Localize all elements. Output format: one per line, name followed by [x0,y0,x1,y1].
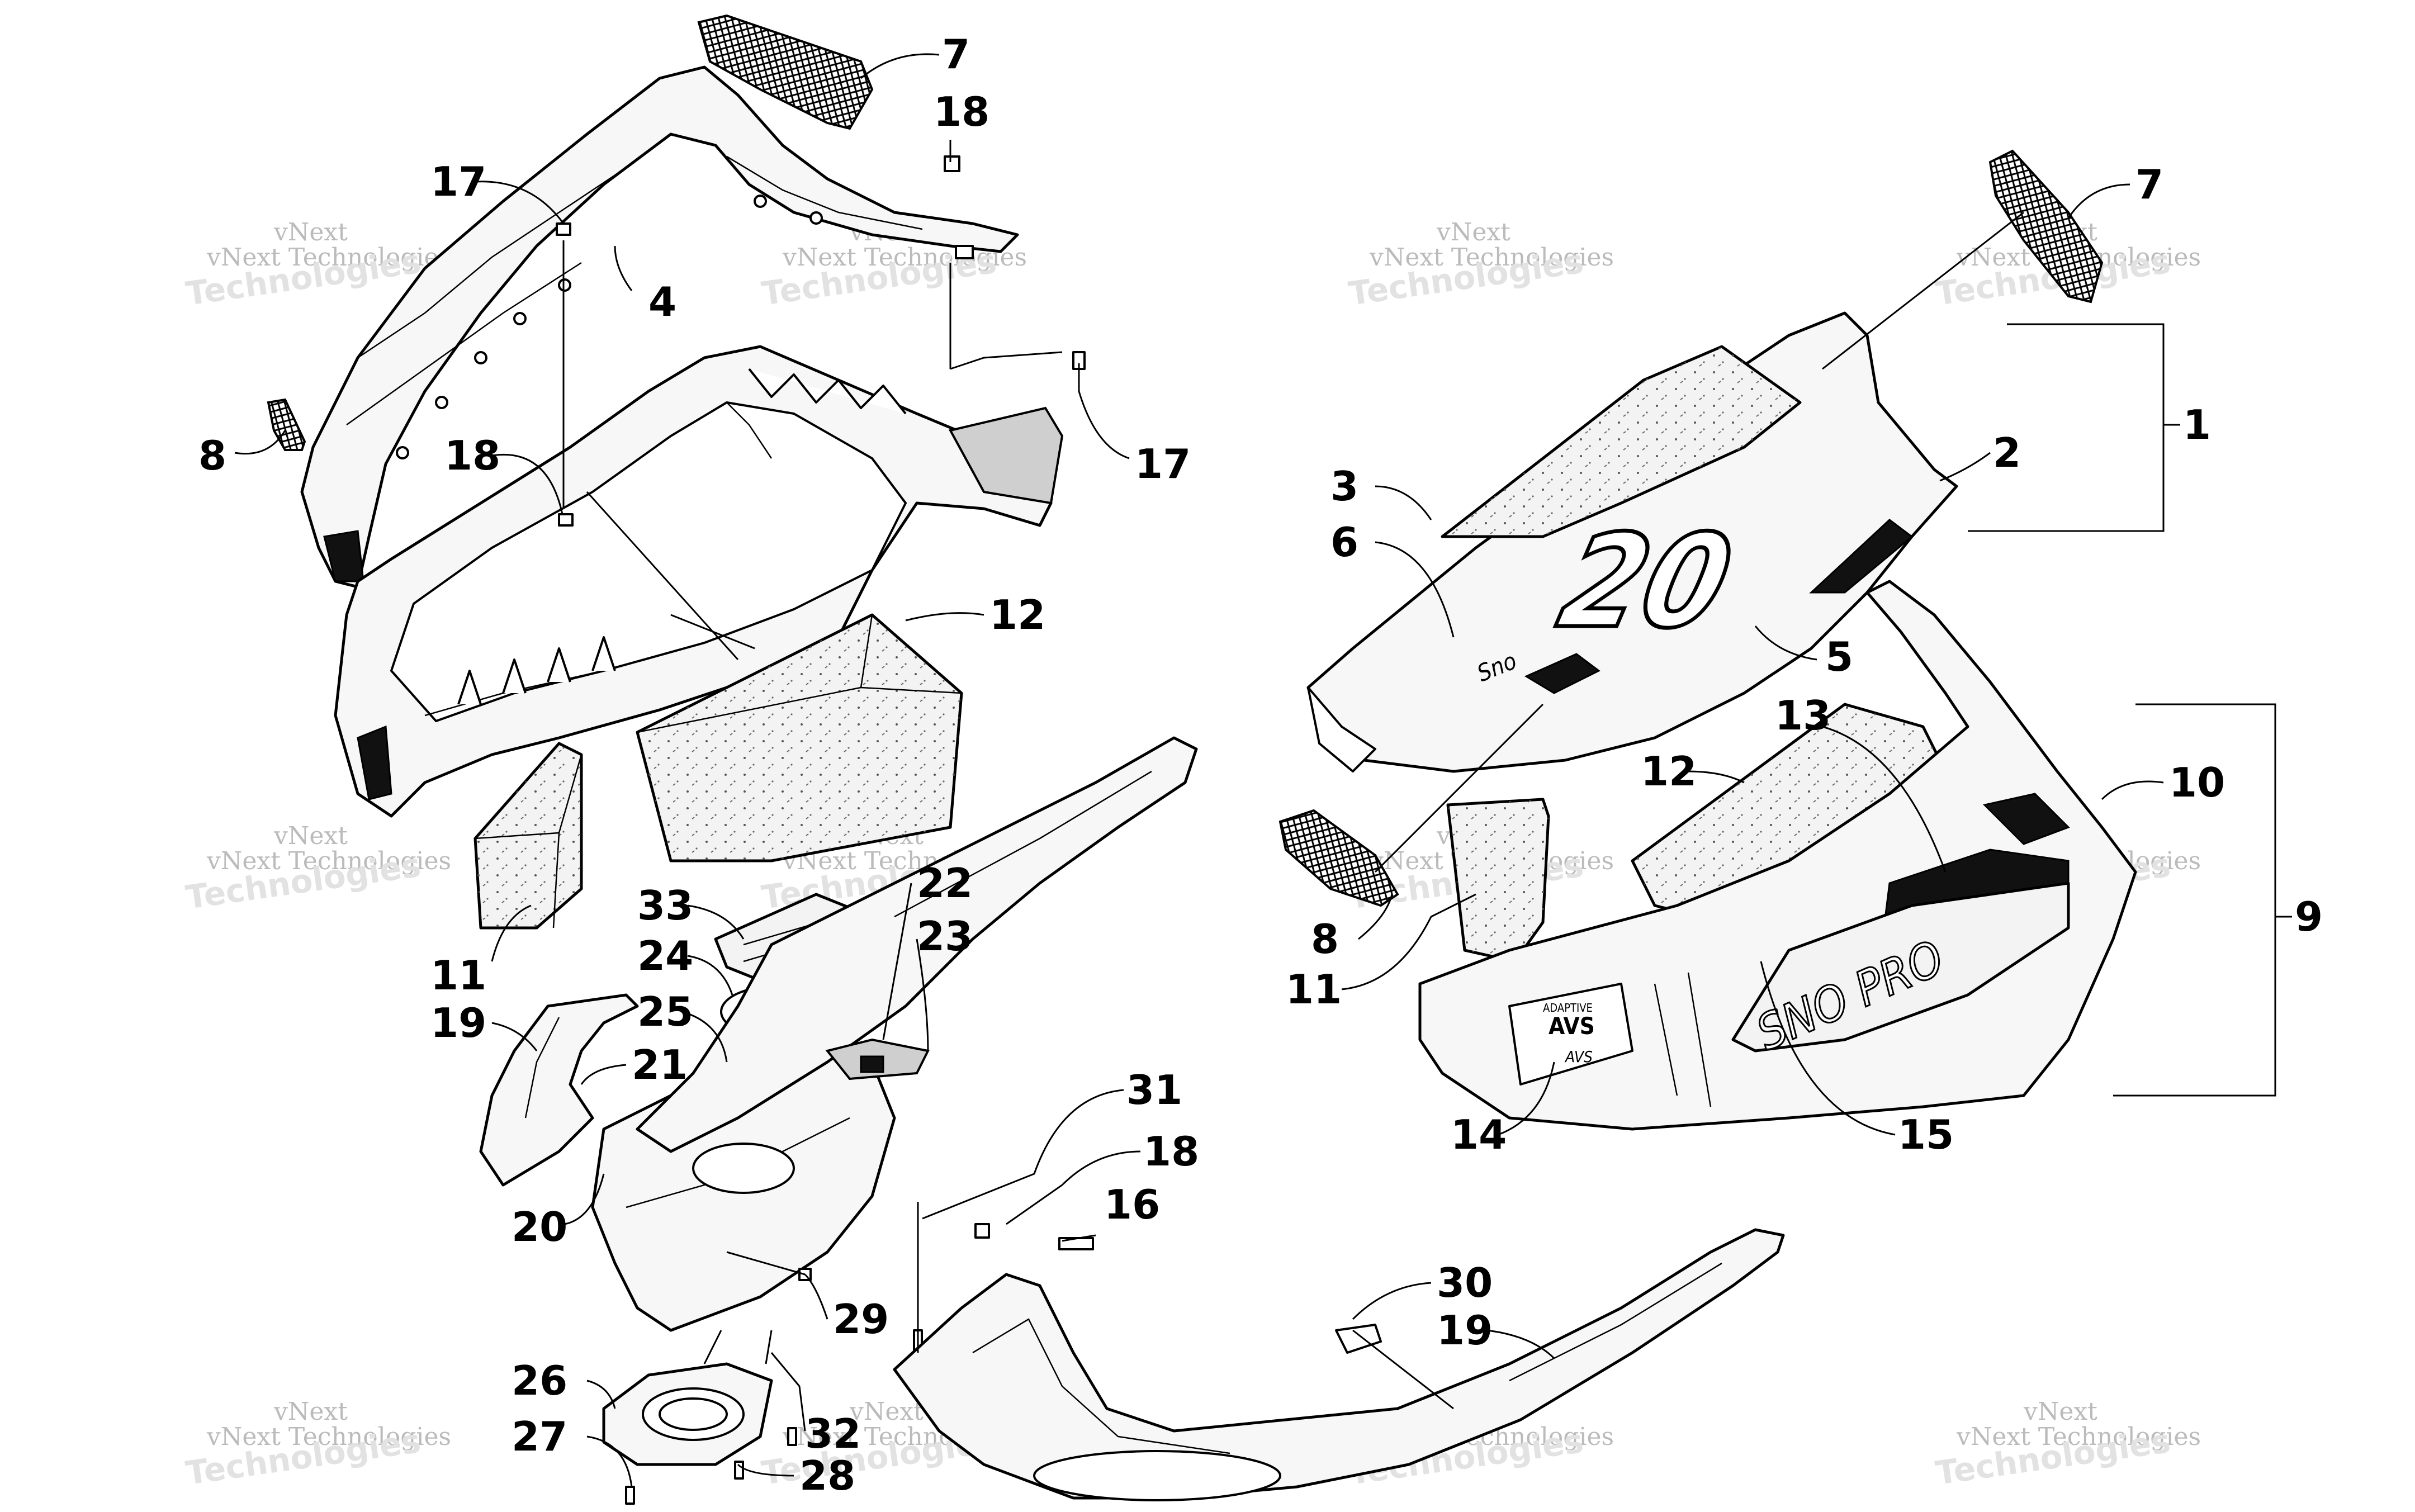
callout-5: 5 [1825,633,1853,680]
callout-10: 10 [2169,759,2225,806]
callout-9: 9 [2295,893,2323,940]
callout-24: 24 [637,932,693,979]
svg-text:vNext: vNext [273,218,348,247]
callout-11-right: 11 [1286,966,1342,1013]
callout-12-left: 12 [989,591,1045,638]
svg-text:AVS: AVS [1564,1048,1593,1066]
svg-text:vNext: vNext [849,1397,924,1426]
callout-8-left: 8 [198,432,226,479]
svg-text:vNext: vNext [2023,1397,2097,1426]
callout-28: 28 [799,1452,855,1499]
callout-29: 29 [833,1296,889,1343]
callout-31: 31 [1126,1067,1182,1113]
callout-7-left: 7 [942,31,970,78]
callout-4: 4 [648,278,676,325]
part-side-panel-10: SNO PRO ADAPTIVE AVS AVS [1418,580,2137,1131]
callout-23: 23 [917,913,973,960]
part-hood-side-panel-2: 20 Sno [1306,311,1958,773]
callout-8-right: 8 [1311,916,1339,963]
callout-17-right: 17 [1135,440,1191,487]
callout-19-left: 19 [430,999,486,1046]
svg-text:vNext: vNext [273,822,348,850]
nosepan-rivet-row [396,195,823,459]
callout-18-mid: 18 [444,432,500,479]
callout-7-right: 7 [2135,161,2163,208]
part-lower-skid-26 [602,1362,773,1466]
callout-15: 15 [1898,1111,1954,1158]
svg-text:vNext Technologies: vNext Technologies [206,1423,451,1451]
callout-30: 30 [1437,1259,1493,1306]
callout-3: 3 [1330,463,1358,510]
nosepan-teeth [457,368,907,705]
callout-14: 14 [1451,1111,1507,1158]
part-vent-8-left [267,398,306,451]
svg-text:vNext Technologies: vNext Technologies [1369,243,1614,272]
part-bracket-19-left [479,993,639,1187]
svg-text:vNext: vNext [273,1397,348,1426]
callout-1: 1 [2183,401,2211,448]
callout-18-lower: 18 [1143,1128,1199,1175]
callout-19-bottom: 19 [1437,1307,1493,1354]
svg-text:vNext Technologies: vNext Technologies [206,243,451,272]
callout-21: 21 [632,1041,688,1088]
svg-text:AVS: AVS [1549,1012,1595,1040]
leader-lines [234,53,2292,1487]
part-lower-nosepan-frame [334,345,1064,818]
decal-adaptive-avs: ADAPTIVE AVS AVS [1508,983,1633,1086]
part-vent-7-left [697,14,874,130]
part-belly-pan-22 [636,736,1198,1153]
callout-25: 25 [637,988,693,1035]
part-vent-8-right [1278,809,1399,907]
svg-text:vNext: vNext [1436,218,1510,247]
svg-text:vNext Technologies: vNext Technologies [206,847,451,875]
part-skid-19-bottom [893,1228,1785,1501]
callout-12-right: 12 [1641,748,1697,795]
svg-text:20: 20 [1547,507,1745,657]
svg-text:vNext Technologies: vNext Technologies [1956,1423,2201,1451]
svg-text:ADAPTIVE: ADAPTIVE [1543,1001,1593,1015]
callout-17-left: 17 [430,158,486,205]
callout-32: 32 [805,1410,861,1457]
callout-18-top: 18 [934,88,989,135]
callout-13: 13 [1775,692,1831,739]
callout-16: 16 [1104,1181,1160,1228]
part-foam-12-left [636,613,963,862]
callout-33: 33 [637,882,693,929]
decal-number-20: 20 [1545,505,1748,659]
callout-6: 6 [1330,519,1358,566]
callout-labels: 7 18 17 4 8 18 17 12 11 33 22 24 23 25 1… [198,31,2323,1499]
callout-22: 22 [917,860,973,907]
part-foam-11-right [1446,798,1550,963]
callout-27: 27 [512,1413,567,1460]
callout-26: 26 [512,1357,567,1404]
part-foam-11-left [473,742,583,930]
part-upper-nosepan [300,65,1019,589]
callout-11-left: 11 [430,952,486,999]
callout-2: 2 [1993,429,2021,476]
part-vent-7-right [1988,149,2104,304]
callout-20: 20 [512,1203,567,1250]
